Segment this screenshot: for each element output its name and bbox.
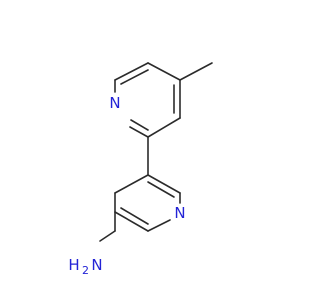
amine-hydrogen-label: H (68, 256, 79, 274)
bond (114, 211, 149, 232)
bond (120, 69, 149, 85)
bond (147, 62, 181, 81)
ring-a-nitrogen-label: N (109, 94, 120, 112)
amine-label: H 2 N (68, 256, 102, 277)
structure-diagram: N N H 2 N (68, 62, 213, 277)
lower-pyridine-ring (114, 174, 181, 232)
bond (147, 181, 175, 198)
amine-nitrogen-label: N (91, 256, 102, 274)
molecule-canvas: N N H 2 N (68, 62, 213, 277)
amine-hydrogen-count: 2 (82, 264, 89, 277)
bond (147, 117, 181, 138)
bond (120, 207, 149, 225)
amine-bond (99, 230, 116, 242)
bond (147, 219, 171, 232)
bond (129, 126, 149, 138)
bond (147, 174, 181, 194)
bond (114, 62, 149, 81)
bond (114, 174, 149, 194)
upper-pyridine-ring (114, 62, 213, 138)
ring-b-nitrogen-label: N (174, 204, 185, 222)
bond (130, 119, 149, 131)
methyl-bond (179, 62, 213, 81)
